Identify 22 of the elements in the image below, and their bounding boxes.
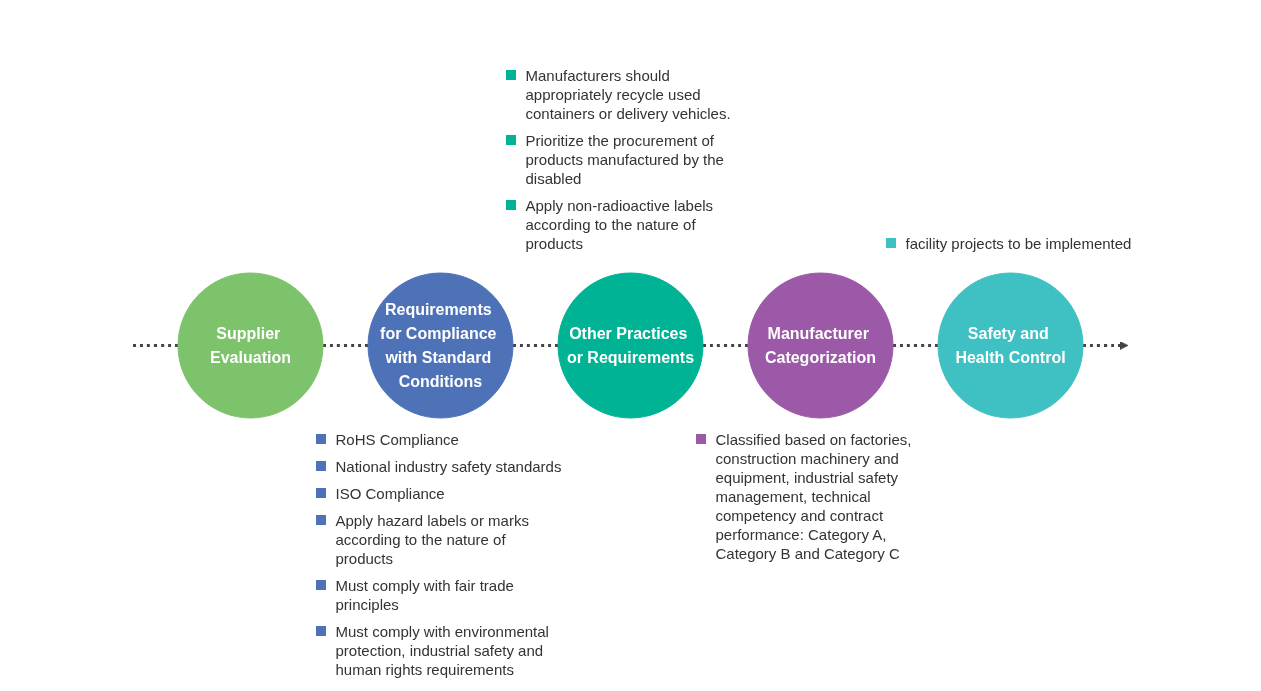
- bullet-text: National industry safety standards: [315, 457, 566, 476]
- connector: [893, 344, 938, 347]
- arrow: [1083, 341, 1129, 350]
- bullet-text: Classified based on factories, construction machinery and equipment, industrial safety management, technical competency and contract performance: Category A, Category B and Category C: [695, 430, 946, 563]
- bullet-text: Manufacturers should appropriately recycle used containers or delivery vehicles.: [505, 66, 756, 123]
- node-circle: Manufacturer Categorization: [747, 272, 894, 419]
- bullet-text: Apply hazard labels or marks according to the nature of products: [315, 511, 566, 568]
- bullet-text: Must comply with fair trade principles: [315, 576, 566, 614]
- bullet-text: Prioritize the procurement of products manufactured by the disabled: [505, 131, 756, 188]
- bullet-text: facility projects to be implemented: [885, 234, 1136, 253]
- bullet-text: RoHS Compliance: [315, 430, 566, 449]
- connector: [133, 344, 178, 347]
- connector: [513, 344, 558, 347]
- node-circle: Supplier Evaluation: [177, 272, 324, 419]
- node-circle: Requirements for Compliance with Standard Conditions: [367, 272, 514, 419]
- connector: [703, 344, 748, 347]
- node-circle: Other Practices or Requirements: [557, 272, 704, 419]
- bullet-text: Must comply with environmental protection, industrial safety and human rights requirements: [315, 622, 566, 679]
- bullet-text: ISO Compliance: [315, 484, 566, 503]
- connector: [323, 344, 368, 347]
- bullet-text: Apply non-radioactive labels according to the nature of products: [505, 196, 756, 253]
- node-circle: Safety and Health Control: [937, 272, 1084, 419]
